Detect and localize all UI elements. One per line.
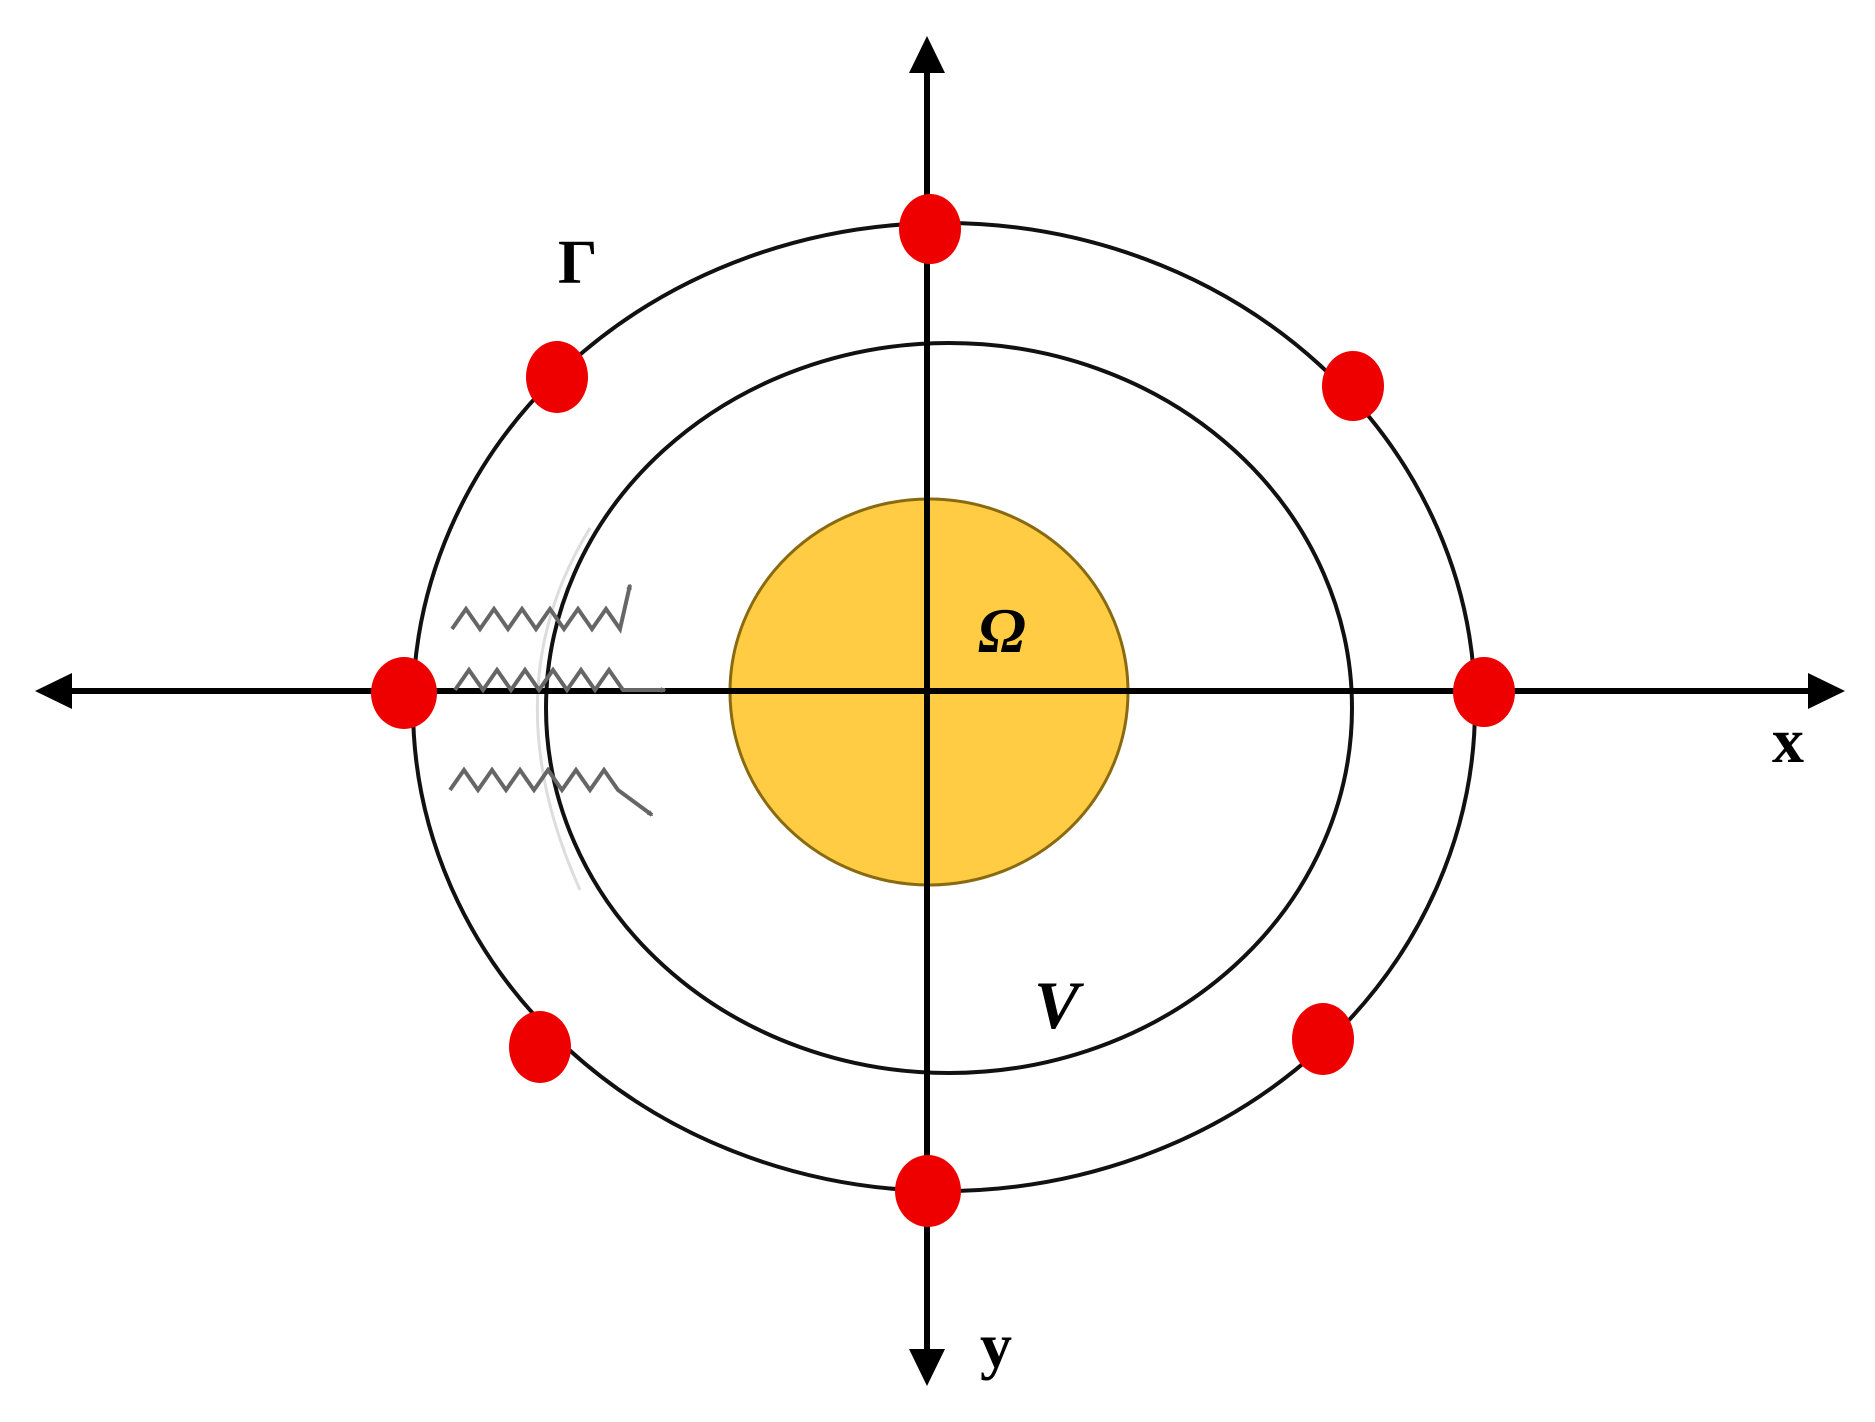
object-region-label: Ω [978, 595, 1026, 666]
x-axis-arrow-left [35, 673, 72, 709]
wavy-arrow-icon [453, 666, 665, 694]
x-axis-label: x [1772, 705, 1804, 776]
inner-domain-circle [544, 341, 1354, 1075]
wavy-arrow-icon [450, 585, 632, 634]
red-dot-icon [895, 1155, 961, 1227]
y-axis-label: y [980, 1310, 1012, 1381]
inner-region-label: V [1034, 967, 1084, 1043]
red-dot-icon [1453, 657, 1515, 727]
outer-boundary-label: Γ [558, 229, 597, 297]
red-dot-icon [371, 657, 437, 729]
red-dot-icon [1292, 1003, 1354, 1075]
y-axis-arrow-bottom [909, 1349, 945, 1386]
red-dot-icon [526, 341, 588, 413]
red-dot-icon [899, 194, 961, 264]
wavefront-arc [535, 527, 592, 891]
red-dot-icon [1322, 351, 1384, 421]
red-dot-icon [509, 1011, 571, 1083]
x-axis-arrow-right [1808, 673, 1845, 709]
y-axis-arrow-top [909, 36, 945, 73]
wavy-arrow-icon [448, 766, 652, 817]
